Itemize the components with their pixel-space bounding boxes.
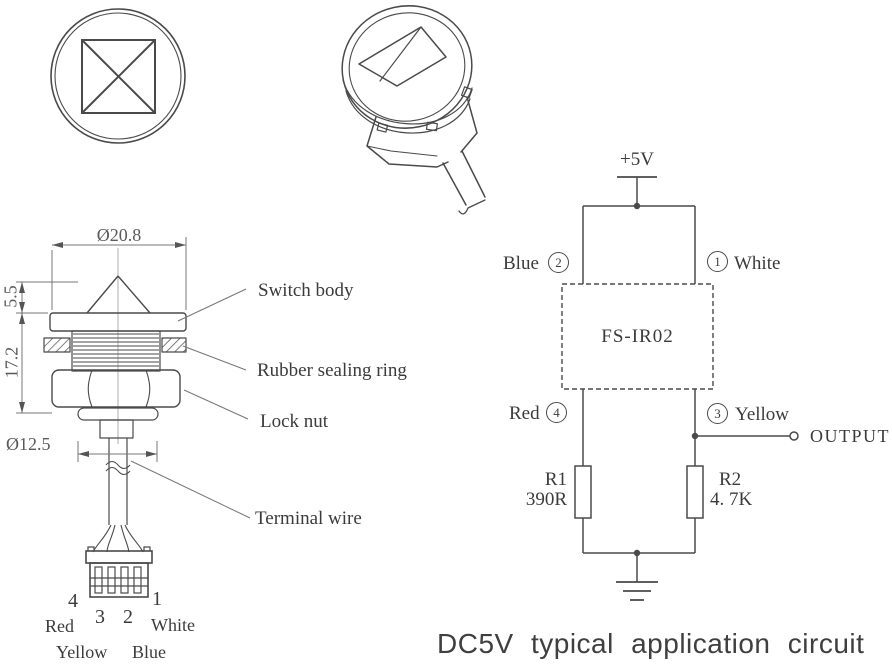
circuit-r1-name: R1: [544, 469, 567, 490]
circuit-drawing: [561, 176, 799, 601]
side-view-drawing: [43, 248, 187, 553]
dim-cone-height: 5.5: [0, 285, 21, 308]
circuit-pin2-color: Blue: [503, 253, 539, 274]
label-switch-body: Switch body: [258, 280, 354, 301]
connector-wire-white: White: [151, 615, 195, 635]
connector-pin3-number: 3: [95, 606, 105, 628]
dim-diameter-top: Ø20.8: [96, 225, 142, 245]
circuit-output-label: OUTPUT: [810, 426, 890, 446]
dim-stem-diameter: Ø12.5: [6, 434, 51, 454]
connector-wire-red: Red: [45, 616, 74, 636]
connector-wire-blue: Blue: [132, 642, 166, 662]
label-rubber-sealing-ring: Rubber sealing ring: [257, 360, 407, 381]
circuit-pin3-number: 3: [707, 403, 728, 424]
connector-wire-yellow: Yellow: [56, 642, 108, 662]
circuit-caption: DC5V typical application circuit: [437, 628, 865, 659]
label-lock-nut: Lock nut: [260, 411, 329, 432]
front-view-drawing: [50, 8, 186, 144]
circuit-pin1-number: 1: [707, 251, 728, 272]
dimension-lines: [16, 237, 251, 519]
circuit-pin3-color: Yellow: [735, 404, 790, 425]
circuit-module-label: FS-IR02: [601, 326, 674, 347]
connector-pin4-number: 4: [68, 590, 78, 612]
connector-pin2-number: 2: [123, 606, 133, 628]
circuit-pin2-number: 2: [548, 252, 569, 273]
connector-pin1-number: 1: [152, 588, 162, 610]
circuit-r2-name: R2: [719, 469, 742, 490]
perspective-view-drawing: [341, 5, 486, 215]
circuit-pin1-color: White: [734, 253, 781, 274]
circuit-supply-label: +5V: [620, 149, 654, 170]
circuit-r1-value: 390R: [525, 489, 567, 510]
dim-body-height: 17.2: [1, 346, 22, 379]
connector-drawing: [85, 546, 153, 598]
circuit-pin4-color: Red: [509, 403, 540, 424]
circuit-pin4-number: 4: [546, 402, 567, 423]
label-terminal-wire: Terminal wire: [255, 508, 362, 529]
circuit-r2-value: 4. 7K: [710, 489, 753, 510]
